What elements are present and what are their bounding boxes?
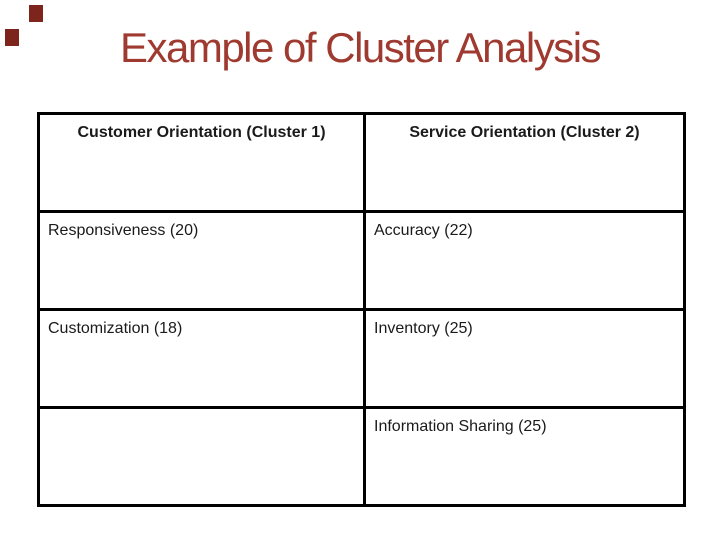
decor-tile-top <box>29 5 43 22</box>
cell-inventory: Inventory (25) <box>363 308 686 409</box>
cell-accuracy: Accuracy (22) <box>363 210 686 311</box>
table-row: Customization (18) Inventory (25) <box>37 308 686 409</box>
cell-responsiveness: Responsiveness (20) <box>37 210 366 311</box>
table-row: Responsiveness (20) Accuracy (22) <box>37 210 686 311</box>
cell-customization: Customization (18) <box>37 308 366 409</box>
page-title: Example of Cluster Analysis <box>119 24 602 71</box>
column-header-customer-orientation: Customer Orientation (Cluster 1) <box>37 112 366 213</box>
decor-tile-left <box>5 29 19 46</box>
cluster-analysis-table: Customer Orientation (Cluster 1) Service… <box>37 112 686 507</box>
table-header-row: Customer Orientation (Cluster 1) Service… <box>37 112 686 213</box>
table-row: Information Sharing (25) <box>37 406 686 507</box>
cell-information-sharing: Information Sharing (25) <box>363 406 686 507</box>
cell-empty <box>37 406 366 507</box>
column-header-service-orientation: Service Orientation (Cluster 2) <box>363 112 686 213</box>
